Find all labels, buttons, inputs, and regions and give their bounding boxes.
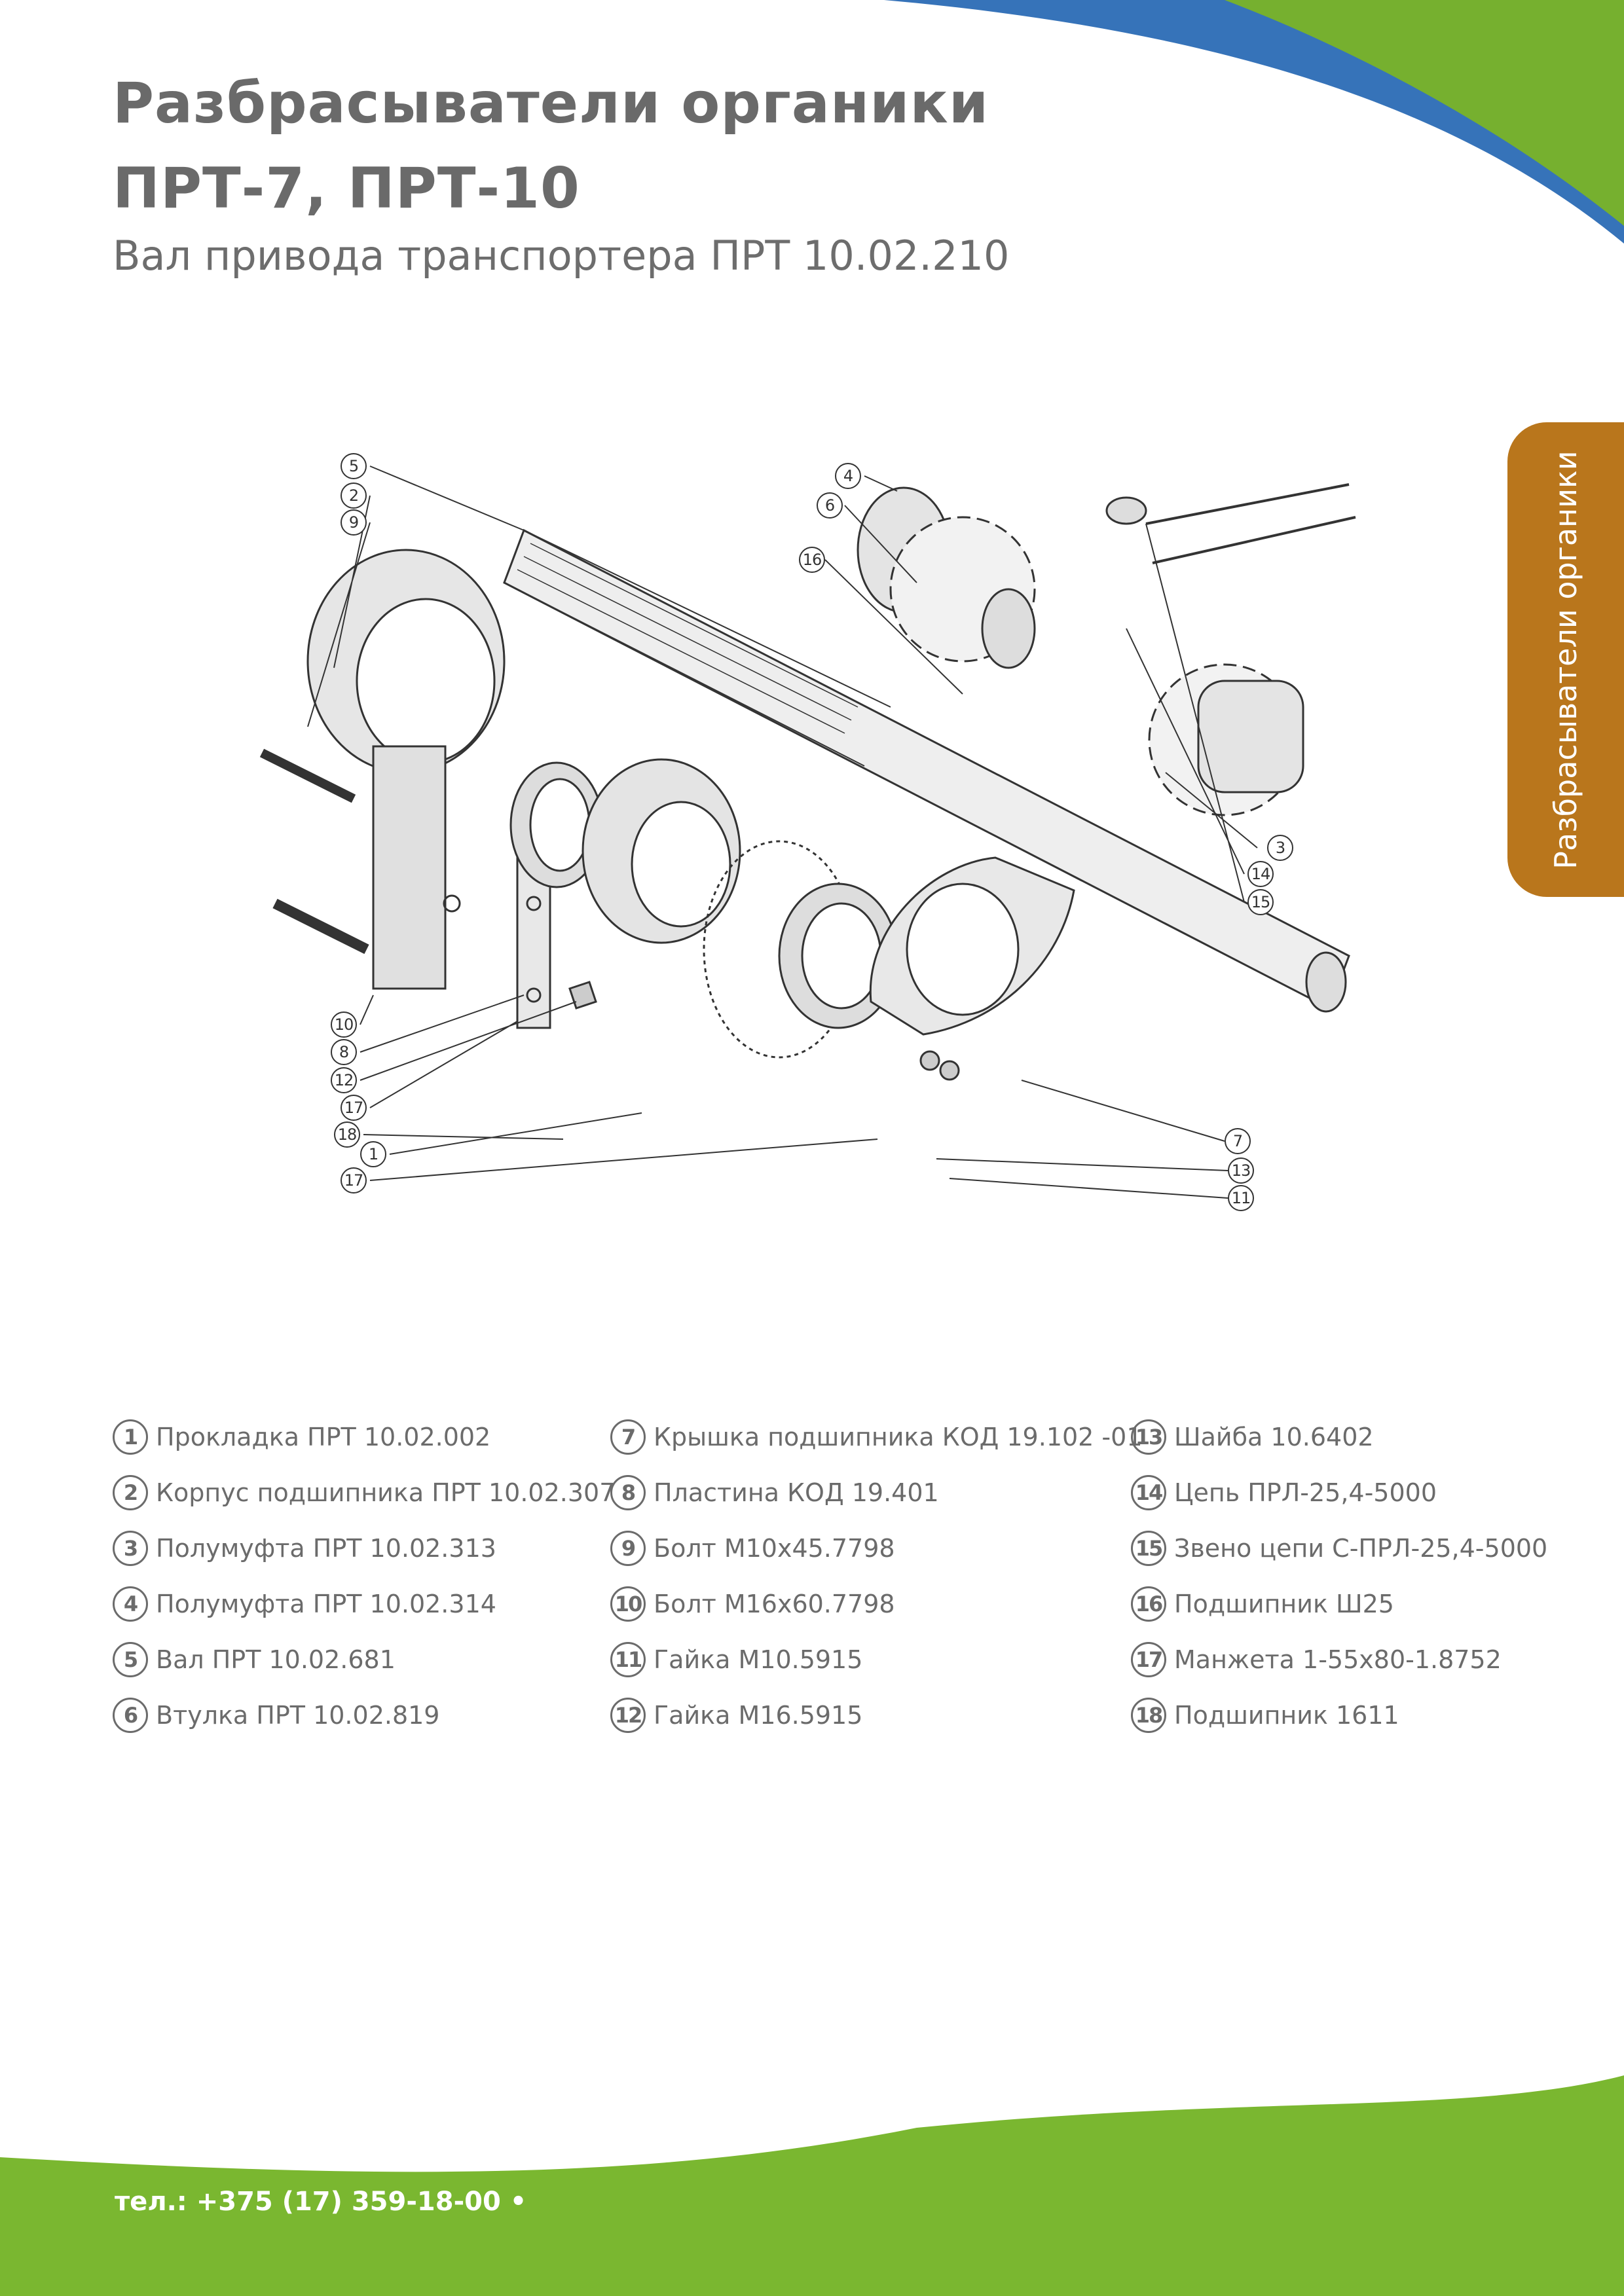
callout-number: 14 — [1247, 861, 1274, 887]
parts-list-item: 7 Крышка подшипника КОД 19.102 -01 — [610, 1417, 1143, 1457]
part-number-badge: 15 — [1131, 1531, 1166, 1566]
part-name: Полумуфта ПРТ 10.02.313 — [156, 1534, 496, 1563]
callout-number: 17 — [341, 1167, 367, 1194]
side-section-tab: Разбрасыватели органики — [1507, 422, 1624, 897]
parts-list-item: 10 Болт М16x60.7798 — [610, 1584, 895, 1624]
part-name: Звено цепи С-ПРЛ-25,4-5000 — [1174, 1534, 1548, 1563]
part-name: Подшипник Ш25 — [1174, 1590, 1394, 1618]
part-number-badge: 16 — [1131, 1586, 1166, 1622]
parts-list-item: 17 Манжета 1-55x80-1.8752 — [1131, 1640, 1502, 1679]
callout-number: 15 — [1247, 889, 1274, 915]
part-name: Манжета 1-55x80-1.8752 — [1174, 1645, 1502, 1674]
page-title: Разбрасыватели органики — [113, 71, 989, 136]
part-name: Корпус подшипника ПРТ 10.02.307 — [156, 1478, 616, 1507]
bearings — [509, 758, 898, 1059]
exploded-view-diagram — [259, 465, 1356, 1199]
bearing-cover — [869, 856, 1075, 1081]
callout-number: 10 — [331, 1011, 357, 1038]
part-name: Подшипник 1611 — [1174, 1701, 1399, 1730]
part-number-badge: 5 — [113, 1642, 148, 1677]
footer-phone: тел.: +375 (17) 359-18-00 • — [115, 2187, 527, 2217]
part-name: Болт М16x60.7798 — [654, 1590, 895, 1618]
part-name: Прокладка ПРТ 10.02.002 — [156, 1423, 491, 1451]
part-name: Вал ПРТ 10.02.681 — [156, 1645, 396, 1674]
part-name: Крышка подшипника КОД 19.102 -01 — [654, 1423, 1143, 1451]
parts-list-item: 3 Полумуфта ПРТ 10.02.313 — [113, 1529, 496, 1568]
callout-number: 16 — [799, 547, 825, 573]
part-name: Полумуфта ПРТ 10.02.314 — [156, 1590, 496, 1618]
part-number-badge: 1 — [113, 1419, 148, 1455]
callout-number: 3 — [1267, 835, 1293, 861]
part-number-badge: 13 — [1131, 1419, 1166, 1455]
callout-number: 18 — [334, 1121, 360, 1148]
callout-number: 12 — [331, 1067, 357, 1093]
parts-list-item: 16 Подшипник Ш25 — [1131, 1584, 1394, 1624]
callout-number: 7 — [1225, 1128, 1251, 1154]
parts-list-item: 12 Гайка М16.5915 — [610, 1696, 862, 1735]
parts-list-item: 2 Корпус подшипника ПРТ 10.02.307 — [113, 1473, 615, 1512]
parts-list-item: 11 Гайка М10.5915 — [610, 1640, 862, 1679]
part-name: Гайка М10.5915 — [654, 1645, 863, 1674]
part-number-badge: 7 — [610, 1419, 646, 1455]
callout-number: 4 — [835, 463, 861, 489]
side-tab-label: Разбрасыватели органики — [1548, 450, 1583, 869]
part-name: Втулка ПРТ 10.02.819 — [156, 1701, 440, 1730]
parts-list-item: 18 Подшипник 1611 — [1131, 1696, 1399, 1735]
part-number-badge: 4 — [113, 1586, 148, 1622]
sprockets-and-chain — [857, 483, 1356, 816]
part-number-badge: 12 — [610, 1698, 646, 1733]
callout-number: 6 — [817, 492, 843, 519]
part-name: Пластина КОД 19.401 — [654, 1478, 939, 1507]
shaft — [503, 528, 1350, 1013]
parts-list-item: 1 Прокладка ПРТ 10.02.002 — [113, 1417, 490, 1457]
part-number-badge: 8 — [610, 1475, 646, 1510]
part-number-badge: 17 — [1131, 1642, 1166, 1677]
parts-list-item: 4 Полумуфта ПРТ 10.02.314 — [113, 1584, 496, 1624]
parts-list-item: 9 Болт М10x45.7798 — [610, 1529, 895, 1568]
part-number-badge: 10 — [610, 1586, 646, 1622]
callout-number: 9 — [341, 509, 367, 536]
part-number-badge: 14 — [1131, 1475, 1166, 1510]
parts-list-item: 14 Цепь ПРЛ-25,4-5000 — [1131, 1473, 1437, 1512]
callout-number: 5 — [341, 453, 367, 479]
page-title-models: ПРТ-7, ПРТ-10 — [113, 156, 580, 221]
parts-list-item: 6 Втулка ПРТ 10.02.819 — [113, 1696, 439, 1735]
parts-list-item: 15 Звено цепи С-ПРЛ-25,4-5000 — [1131, 1529, 1547, 1568]
part-name: Шайба 10.6402 — [1174, 1423, 1374, 1451]
callout-number: 13 — [1228, 1157, 1254, 1184]
callout-number: 1 — [360, 1141, 386, 1167]
part-name: Гайка М16.5915 — [654, 1701, 863, 1730]
part-name: Цепь ПРЛ-25,4-5000 — [1174, 1478, 1437, 1507]
top-green-swoosh — [1225, 0, 1624, 226]
page-subtitle: Вал привода транспортера ПРТ 10.02.210 — [113, 232, 1010, 280]
parts-list-item: 13 Шайба 10.6402 — [1131, 1417, 1374, 1457]
part-number-badge: 18 — [1131, 1698, 1166, 1733]
part-number-badge: 3 — [113, 1531, 148, 1566]
part-number-badge: 6 — [113, 1698, 148, 1733]
parts-list-item: 5 Вал ПРТ 10.02.681 — [113, 1640, 396, 1679]
bearing-housing — [259, 549, 597, 1029]
part-number-badge: 11 — [610, 1642, 646, 1677]
bottom-green-wave — [0, 2075, 1624, 2296]
parts-list-item: 8 Пластина КОД 19.401 — [610, 1473, 939, 1512]
part-number-badge: 9 — [610, 1531, 646, 1566]
callout-number: 11 — [1228, 1185, 1254, 1211]
callout-number: 2 — [341, 483, 367, 509]
callout-number: 8 — [331, 1039, 357, 1065]
callout-number: 17 — [341, 1095, 367, 1121]
part-name: Болт М10x45.7798 — [654, 1534, 895, 1563]
part-number-badge: 2 — [113, 1475, 148, 1510]
leader-lines — [307, 465, 1258, 1199]
